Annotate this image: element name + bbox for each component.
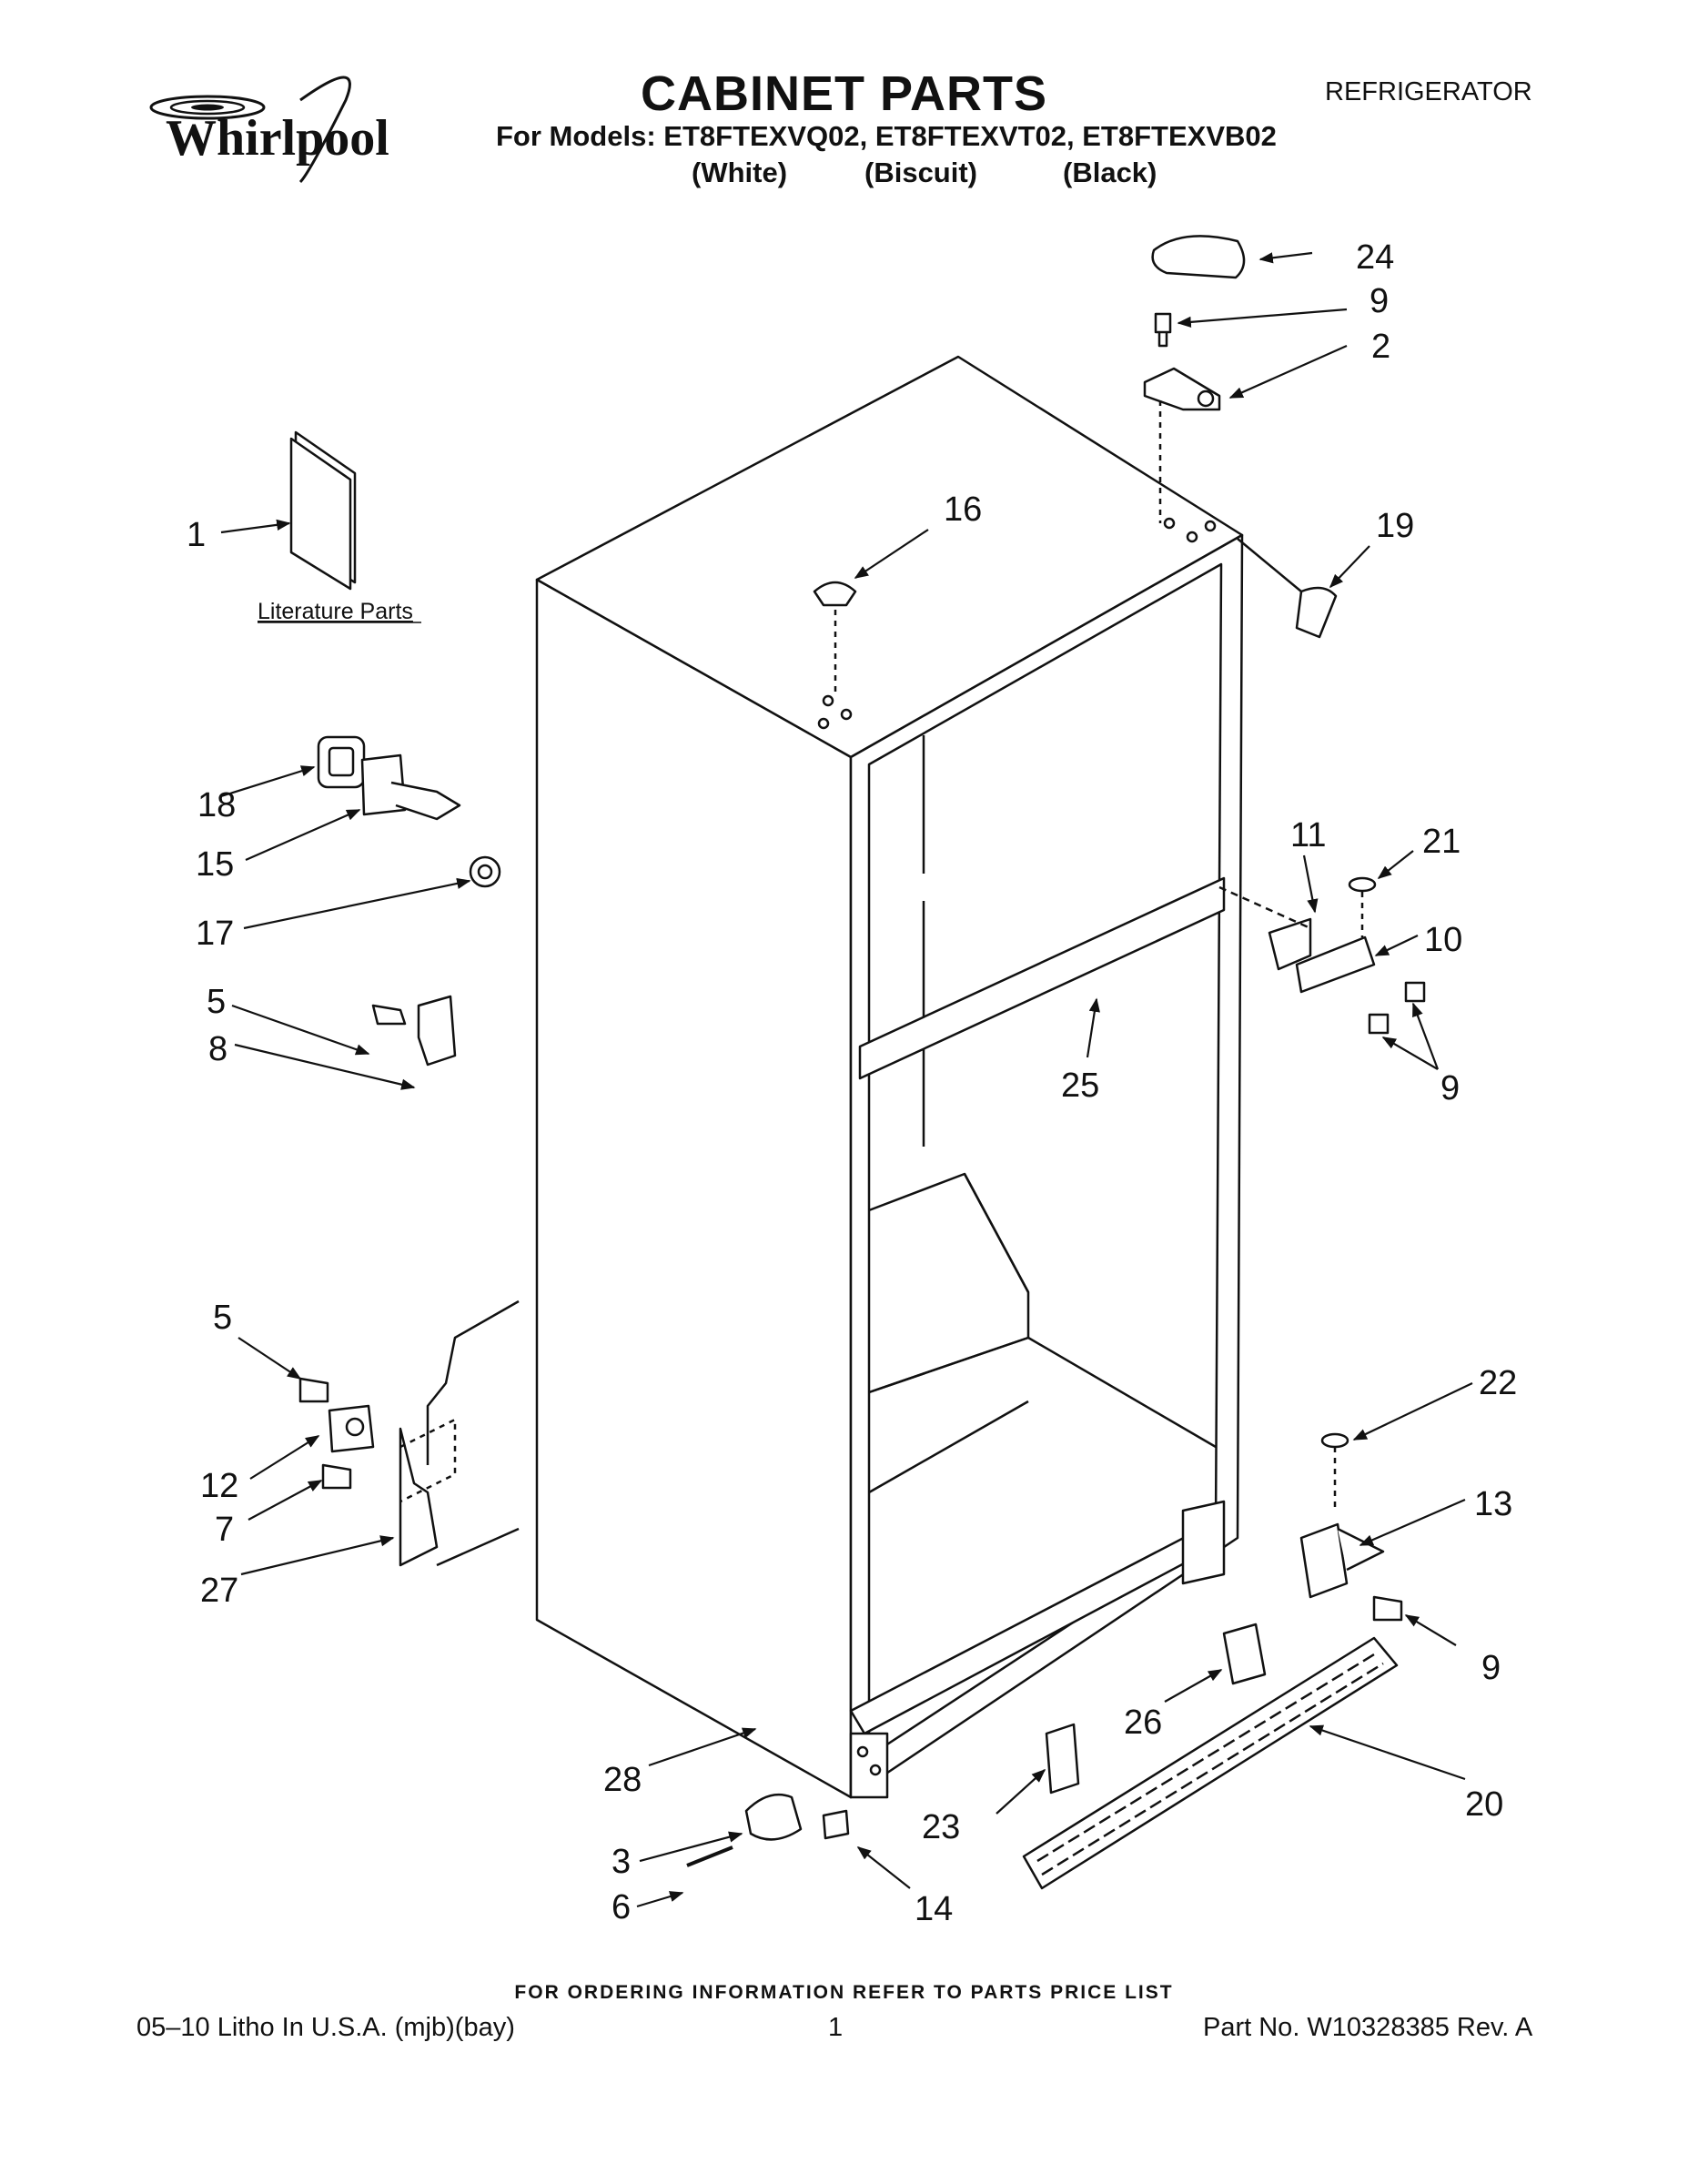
base-grille [1022, 1636, 1399, 1890]
callout-10: 10 [1424, 921, 1462, 959]
hinge-cover [1151, 235, 1246, 279]
models-line: For Models: ET8FTEXVQ02, ET8FTEXVT02, ET… [496, 120, 1277, 152]
callout-18: 18 [197, 786, 236, 824]
callout-7: 7 [215, 1511, 234, 1549]
callout-25: 25 [1061, 1067, 1099, 1105]
callout-1: 1 [187, 516, 206, 554]
callout-9-middle: 9 [1440, 1069, 1460, 1107]
litho-info: 05–10 Litho In U.S.A. (mjb)(bay) [136, 2013, 515, 2042]
top-hinge [1143, 367, 1221, 411]
callout-24: 24 [1356, 238, 1394, 277]
callout-20: 20 [1465, 1785, 1503, 1824]
callout-9-bottom: 9 [1481, 1649, 1501, 1687]
leader-lines [220, 251, 1473, 1908]
ordering-note: FOR ORDERING INFORMATION REFER TO PARTS … [514, 1982, 1174, 2003]
part-number: Part No. W10328385 Rev. A [1203, 2013, 1533, 2042]
literature-parts-label: Literature Parts [258, 599, 413, 624]
callout-23: 23 [922, 1808, 960, 1846]
brand-name: Whirlpool [166, 110, 389, 167]
appliance-category: REFRIGERATOR [1325, 77, 1532, 106]
callout-11: 11 [1290, 816, 1326, 854]
color-biscuit: (Biscuit) [864, 157, 977, 188]
refrigerator-cabinet [535, 355, 1244, 1799]
page-title: CABINET PARTS [640, 66, 1047, 121]
callout-28: 28 [603, 1761, 642, 1799]
callout-8: 8 [208, 1030, 227, 1068]
callout-9-top: 9 [1370, 282, 1389, 320]
callout-16: 16 [944, 490, 982, 529]
callout-15: 15 [196, 845, 234, 884]
literature-booklet [289, 430, 357, 591]
callout-12: 12 [200, 1467, 238, 1505]
color-white: (White) [692, 157, 788, 188]
callout-13: 13 [1474, 1485, 1512, 1523]
page-number: 1 [828, 2013, 844, 2042]
callout-14: 14 [915, 1890, 953, 1928]
callout-labels: 1 2 3 5 5 6 7 8 9 9 9 10 11 12 13 14 15 … [187, 238, 1517, 1928]
callout-2: 2 [1371, 328, 1390, 366]
color-black: (Black) [1063, 157, 1157, 188]
callout-5-lower: 5 [213, 1299, 232, 1337]
callout-27: 27 [200, 1572, 238, 1610]
callout-5-upper: 5 [207, 983, 226, 1021]
callout-17: 17 [196, 915, 234, 953]
callout-19: 19 [1376, 507, 1414, 545]
callout-6: 6 [612, 1888, 631, 1926]
divider-bar [858, 876, 1226, 1080]
callout-22: 22 [1479, 1364, 1517, 1402]
callout-21: 21 [1422, 823, 1461, 861]
callout-26: 26 [1124, 1704, 1162, 1742]
callout-3: 3 [612, 1843, 631, 1881]
whirlpool-logo: Whirlpool [149, 76, 389, 184]
